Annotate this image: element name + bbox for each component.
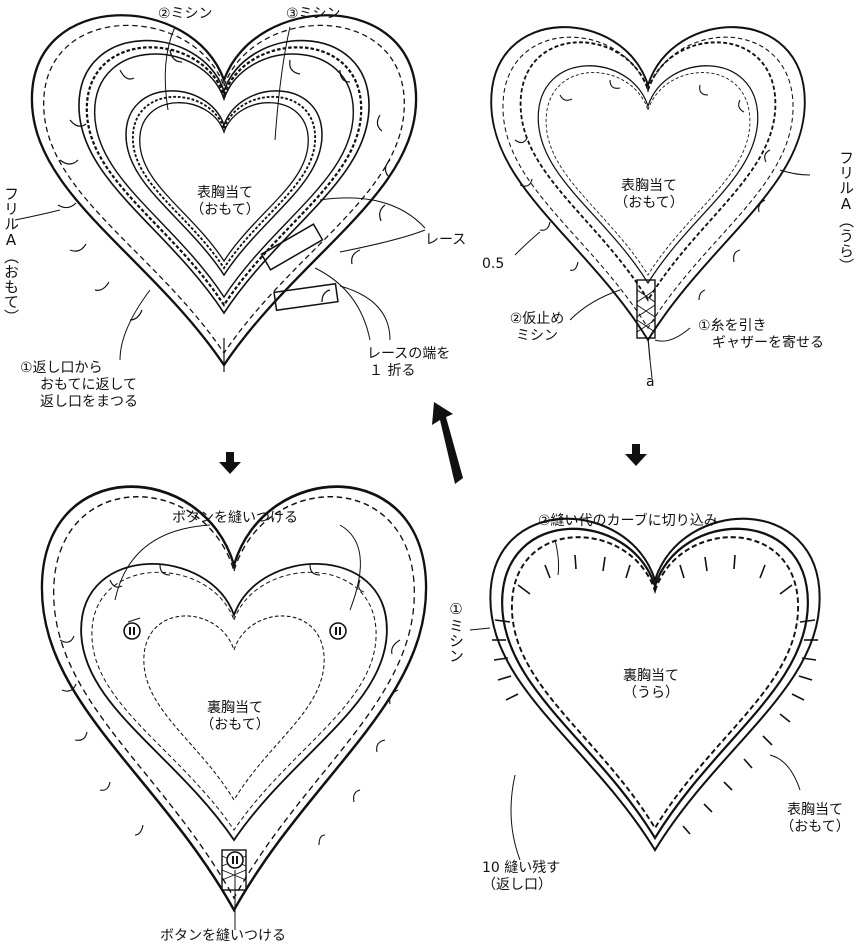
heart-front-frill-gather bbox=[491, 27, 805, 360]
label-center-front-tl: 表胸当て （おもて） bbox=[180, 185, 270, 219]
label-machine-1: ①ミシン bbox=[447, 600, 465, 663]
leave-open-line-2: （返し口） bbox=[482, 877, 552, 893]
center-line-2: （おもて） bbox=[190, 202, 260, 218]
button-right bbox=[329, 622, 347, 640]
arrow-down-left-icon bbox=[219, 452, 241, 474]
lace-end-line-1: レースの端を bbox=[367, 346, 451, 362]
return-line-2: おもてに返して bbox=[40, 377, 138, 393]
label-front-piece: 表胸当て （おもて） bbox=[770, 802, 860, 836]
arrow-down-right-icon bbox=[625, 444, 647, 466]
label-center-back-br: 裏胸当て （うら） bbox=[606, 668, 696, 702]
label-lace-end: レースの端を １ 折る bbox=[367, 346, 450, 380]
arrow-icon bbox=[219, 402, 647, 484]
label-lace: レース bbox=[425, 232, 467, 248]
label-machine-3: ③ミシン bbox=[286, 6, 341, 22]
leader-lines bbox=[14, 26, 811, 930]
gather-line-1: ①糸を引き bbox=[698, 318, 767, 334]
label-return-opening: ①返し口から おもてに返して 返し口をまつる bbox=[20, 360, 138, 411]
button-left bbox=[123, 622, 141, 640]
label-tack-stitch: ②仮止め ミシン bbox=[502, 311, 572, 345]
label-seam-allowance: 0.5 bbox=[482, 256, 505, 272]
label-sew-buttons-top: ボタンを縫いつける bbox=[172, 510, 298, 526]
center-line-2: （おもて） bbox=[614, 195, 684, 211]
tack-line-1: ②仮止め bbox=[509, 311, 565, 327]
arrow-up-left-icon bbox=[432, 402, 463, 484]
center-line-1: 裏胸当て bbox=[623, 668, 679, 684]
center-line-1: 表胸当て bbox=[197, 185, 253, 201]
return-line-3: 返し口をまつる bbox=[40, 394, 138, 410]
heart-back-stitched bbox=[490, 519, 819, 850]
label-notch-curves: ②縫い代のカーブに切り込み bbox=[538, 513, 718, 529]
front-line-2: （おもて） bbox=[780, 819, 850, 835]
return-line-1: ①返し口から bbox=[20, 360, 103, 376]
label-machine-2: ②ミシン bbox=[158, 6, 213, 22]
label-frill-front: フリルA（おもて） bbox=[2, 186, 20, 324]
button-bottom bbox=[226, 851, 244, 869]
leave-open-line-1: 10 縫い残す bbox=[482, 860, 561, 876]
gather-line-2: ギャザーを寄せる bbox=[712, 335, 824, 351]
lace-end-line-2: １ 折る bbox=[369, 363, 416, 379]
label-center-front-tr: 表胸当て （おもて） bbox=[604, 178, 694, 212]
label-leave-open: 10 縫い残す （返し口） bbox=[482, 860, 560, 894]
label-sew-buttons-bottom: ボタンを縫いつける bbox=[160, 928, 286, 944]
center-line-2: （うら） bbox=[623, 685, 679, 701]
label-center-back-bl: 裏胸当て （おもて） bbox=[190, 700, 280, 734]
tack-line-2: ミシン bbox=[516, 328, 558, 344]
front-line-1: 表胸当て bbox=[787, 802, 843, 818]
center-line-2: （おもて） bbox=[200, 717, 270, 733]
center-line-1: 表胸当て bbox=[621, 178, 677, 194]
label-frill-back: フリルA（うら） bbox=[837, 150, 855, 273]
label-gather: ①糸を引き ギャザーを寄せる bbox=[698, 318, 824, 352]
heart-back-with-buttons bbox=[42, 487, 426, 910]
label-point-a: a bbox=[646, 374, 655, 390]
center-line-1: 裏胸当て bbox=[207, 700, 263, 716]
